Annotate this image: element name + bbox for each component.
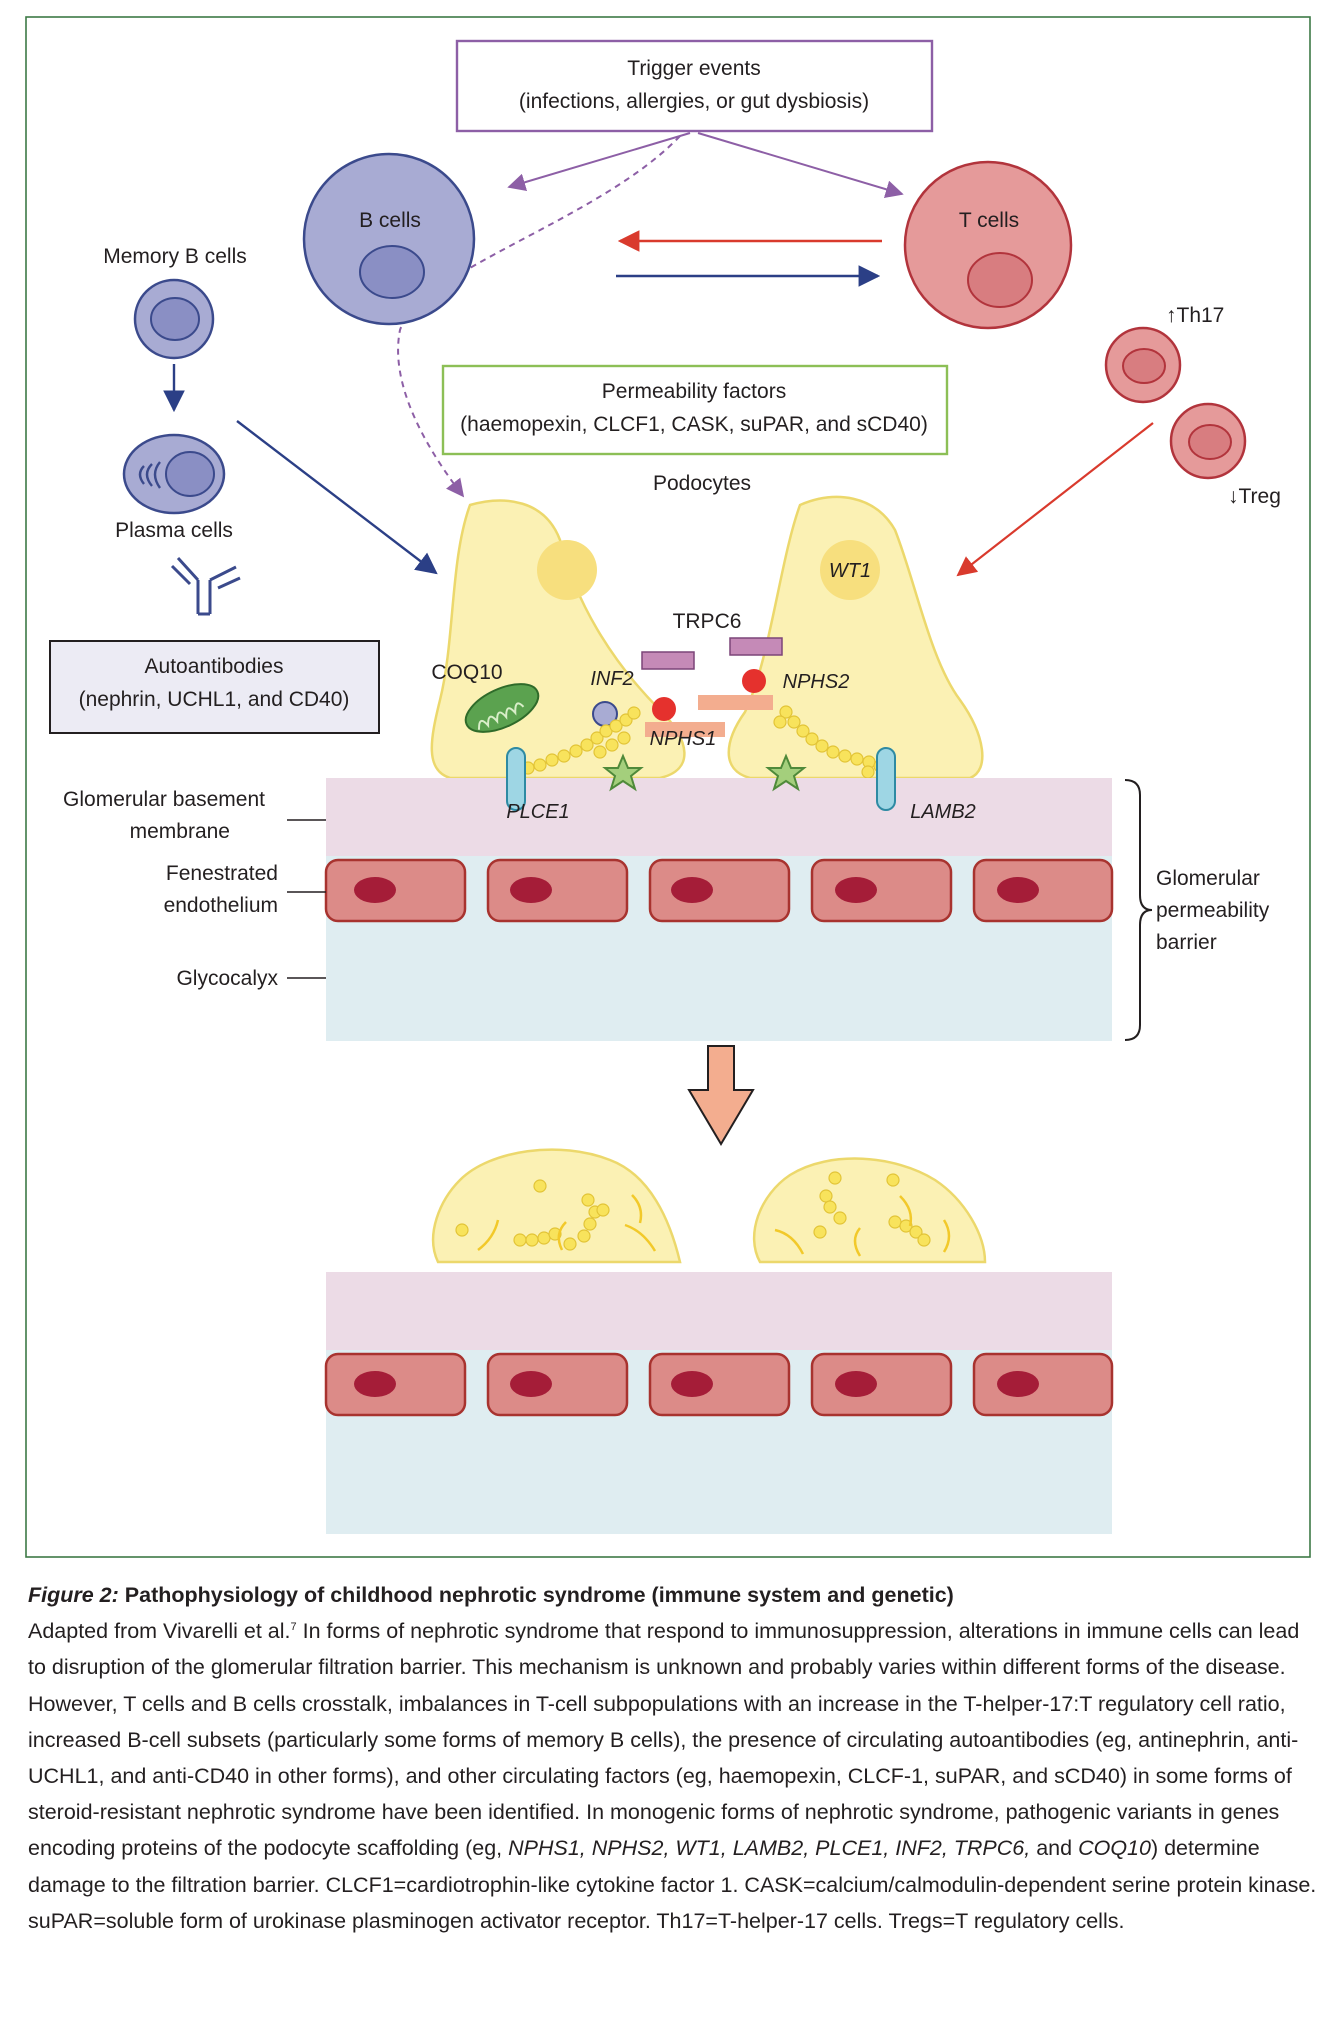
mitochondrion-icon (464, 683, 540, 733)
barrier-label-line1: Glomerular (1156, 867, 1260, 890)
barrier-label-line2: permeability (1156, 899, 1270, 922)
memory-b-cells-label: Memory B cells (103, 245, 247, 268)
trpc6-label: TRPC6 (673, 610, 742, 633)
barrier-brace (1124, 779, 1153, 1041)
actin-chain-left (521, 706, 641, 775)
damaged-podocyte-right (752, 1157, 987, 1264)
bcells-to-podocyte-arrow (236, 420, 438, 575)
star-right-icon (765, 753, 807, 792)
star-left-icon (602, 753, 644, 792)
treg-label: ↓Treg (1228, 485, 1281, 508)
trpc6-channel-left (641, 651, 695, 670)
coq10-label: COQ10 (431, 661, 502, 684)
b-cells-label: B cells (359, 209, 421, 232)
th17-label: ↑Th17 (1166, 304, 1224, 327)
barrier-label-line3: barrier (1156, 931, 1217, 954)
autoantibodies-box: Autoantibodies (nephrin, UCHL1, and CD40… (49, 640, 380, 734)
glycocalyx-label: Glycocalyx (176, 967, 278, 990)
permeability-factors-box: Permeability factors (haemopexin, CLCF1,… (441, 364, 949, 456)
inf2-label: INF2 (590, 668, 633, 690)
trigger-subtitle: (infections, allergies, or gut dysbiosis… (519, 90, 869, 113)
nphs2-dot (742, 669, 766, 693)
caption-reference-number: 7 (290, 1621, 297, 1634)
figure-caption: Figure 2: Pathophysiology of childhood n… (28, 1577, 1318, 1939)
nphs1-label: NPHS1 (650, 728, 717, 750)
endothelium-row-bottom (324, 1352, 1114, 1417)
glomerular-basement-membrane (326, 778, 1112, 856)
trpc6-channel-right (729, 637, 783, 656)
caption-body: Adapted from Vivarelli et al.7 In forms … (28, 1613, 1318, 1939)
permeability-title: Permeability factors (602, 380, 786, 403)
caption-reference: Adapted from Vivarelli et al. (28, 1619, 291, 1644)
gbm-label-line2: membrane (130, 820, 230, 843)
t-cells-label: T cells (959, 209, 1019, 232)
caption-title: Figure 2: Pathophysiology of childhood n… (28, 1577, 1318, 1613)
damaged-basement-membrane (326, 1272, 1112, 1350)
figure-frame (25, 16, 1311, 1558)
caption-gene-list: NPHS1, NPHS2, WT1, LAMB2, PLCE1, INF2, T… (508, 1836, 1031, 1861)
endothelium-label-line1: Fenestrated (166, 862, 278, 885)
caption-body-part1: In forms of nephrotic syndrome that resp… (28, 1619, 1300, 1861)
damage-down-arrow (687, 1045, 755, 1146)
trigger-title: Trigger events (627, 57, 760, 80)
gbm-label-line1: Glomerular basement (63, 788, 265, 811)
figure-label: Figure 2: (28, 1583, 119, 1607)
plasma-cell (122, 433, 226, 515)
endothelium-label-line2: endothelium (164, 894, 278, 917)
autoantibodies-title: Autoantibodies (145, 655, 284, 678)
plce1-anchor (506, 747, 526, 811)
b-cell: B cells (302, 152, 476, 326)
caption-coq10: COQ10 (1078, 1836, 1151, 1861)
caption-body-part2: ) determine damage to the filtration bar… (28, 1836, 1317, 1933)
endothelium-row-top (324, 858, 1114, 923)
trigger-events-box: Trigger events (infections, allergies, o… (455, 39, 934, 133)
nphs2-label: NPHS2 (783, 671, 850, 693)
th17-cell (1104, 326, 1182, 404)
autoantibodies-subtitle: (nephrin, UCHL1, and CD40) (79, 688, 350, 711)
nphs1-dot (652, 697, 676, 721)
treg-cell (1169, 402, 1247, 480)
antibody-icon (170, 556, 241, 616)
plce1-label: PLCE1 (506, 801, 569, 823)
wt1-label: WT1 (829, 560, 871, 582)
lamb2-anchor (876, 747, 896, 811)
trigger-to-tcells-arrow (697, 132, 904, 198)
plasma-cells-label: Plasma cells (115, 519, 233, 542)
t-cell: T cells (903, 160, 1073, 330)
memory-b-cell (133, 278, 215, 360)
figure-title: Pathophysiology of childhood nephrotic s… (124, 1583, 954, 1607)
tsubsets-to-podocyte-arrow (956, 422, 1154, 577)
pathophysiology-diagram: Trigger events (infections, allergies, o… (25, 16, 1311, 1558)
nephrin-bar-left (645, 722, 725, 737)
lamb2-label: LAMB2 (910, 801, 976, 823)
podocytes-label: Podocytes (653, 472, 751, 495)
permeability-subtitle: (haemopexin, CLCF1, CASK, suPAR, and sCD… (460, 413, 928, 436)
caption-and: and (1030, 1836, 1079, 1861)
nephrin-bar-right (698, 695, 773, 710)
damaged-podocyte-left (431, 1148, 682, 1264)
podocyte-right: WT1 (727, 495, 984, 780)
trigger-to-bcells-arrow (507, 132, 691, 191)
